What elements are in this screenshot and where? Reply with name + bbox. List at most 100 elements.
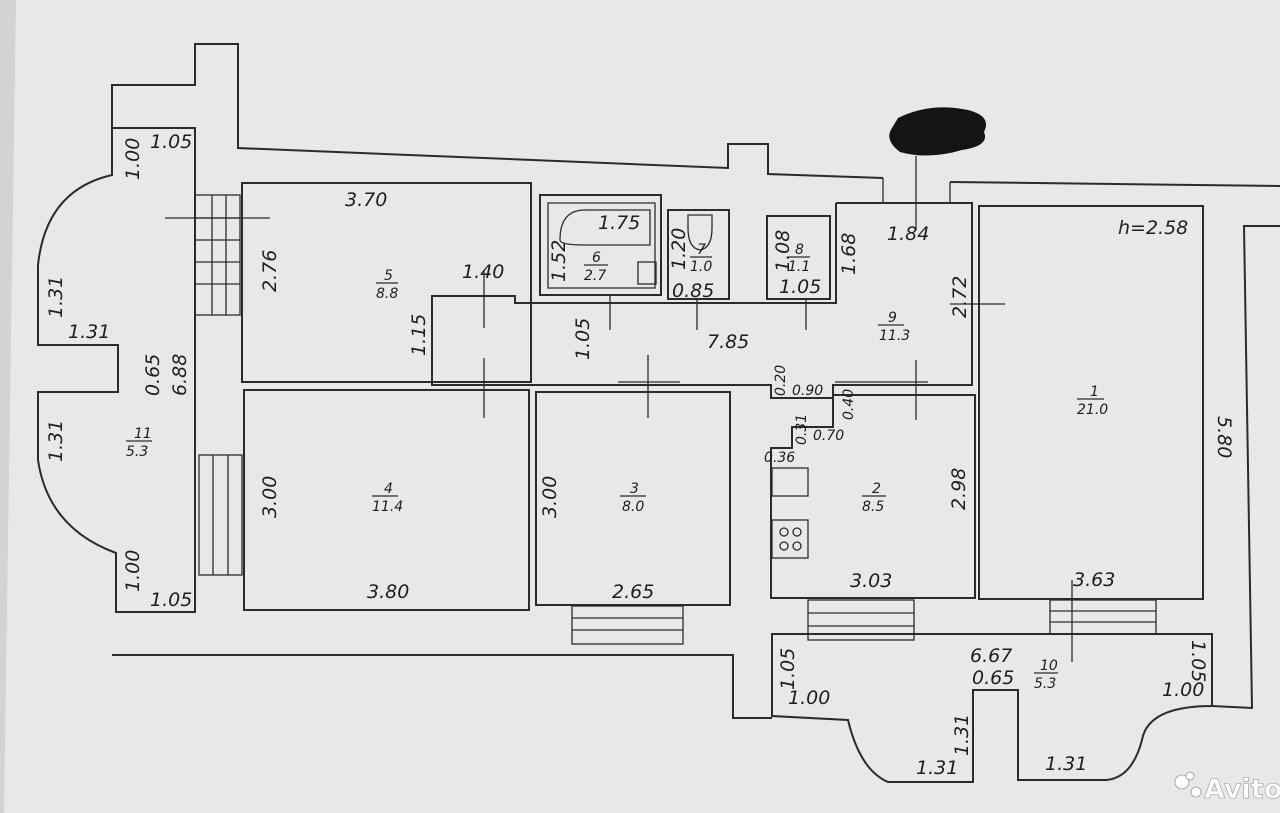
room-7-area: 1.0 bbox=[690, 259, 712, 275]
room-8-area: 1.1 bbox=[788, 259, 810, 275]
dim-r6-left: 1.52 bbox=[548, 240, 570, 282]
room-1-number: 1 bbox=[1090, 384, 1099, 400]
room-9-corridor bbox=[431, 202, 973, 399]
balcony-11-area: 5.3 bbox=[126, 444, 148, 460]
kitchen-sink bbox=[771, 467, 809, 497]
dim-r3-bottom: 2.65 bbox=[612, 581, 654, 603]
toilet bbox=[687, 214, 713, 251]
dim-r1-bottom: 3.63 bbox=[1073, 569, 1115, 591]
dim-r9-mid: 1.05 bbox=[572, 318, 594, 360]
dim-r6-top: 1.75 bbox=[598, 212, 640, 234]
sink bbox=[637, 261, 657, 285]
room-6 bbox=[539, 194, 662, 296]
room-9-number: 9 bbox=[888, 310, 897, 326]
dim-r7-bottom: 0.85 bbox=[672, 280, 714, 302]
room-6-area: 2.7 bbox=[584, 268, 606, 284]
dim-r3-left: 3.00 bbox=[539, 476, 561, 518]
room-3 bbox=[535, 391, 731, 606]
dim-b10-a: 1.05 bbox=[777, 648, 799, 690]
dim-step-e: 0.70 bbox=[813, 428, 844, 444]
rooms bbox=[37, 127, 1213, 783]
stove bbox=[771, 519, 809, 559]
watermark-dot-icon bbox=[1174, 774, 1190, 790]
dim-b10-b: 6.67 bbox=[970, 645, 1012, 667]
room-2 bbox=[770, 394, 976, 599]
dim-b11-g: 1.00 bbox=[122, 550, 144, 592]
room-4-area: 11.4 bbox=[372, 499, 403, 515]
avito-watermark: Avito bbox=[1174, 771, 1280, 805]
dim-r4-bottom: 3.80 bbox=[367, 581, 409, 603]
window-hatching bbox=[194, 194, 1157, 645]
redaction-mark bbox=[889, 107, 986, 156]
watermark-text: Avito bbox=[1204, 774, 1280, 805]
dim-step-c: 0.40 bbox=[841, 389, 857, 420]
dim-r5-inner: 1.40 bbox=[462, 261, 504, 283]
dim-r9-left: 1.68 bbox=[838, 233, 860, 275]
dim-b10-g: 1.31 bbox=[951, 714, 973, 756]
room-7-number: 7 bbox=[697, 242, 706, 258]
dim-r5-right: 1.15 bbox=[408, 314, 430, 356]
dim-b11-d: 0.65 bbox=[142, 354, 164, 396]
room-3-area: 8.0 bbox=[622, 499, 644, 515]
dim-b11-a: 1.00 bbox=[122, 138, 144, 180]
room-5 bbox=[241, 182, 532, 383]
bathtub bbox=[547, 202, 656, 289]
dim-b10-d: 1.05 bbox=[1187, 640, 1209, 682]
room-4-number: 4 bbox=[384, 481, 393, 497]
room-labels: 5 8.8 6 2.7 7 1.0 8 1.1 9 11.3 1 21.0 2 … bbox=[126, 242, 1108, 692]
dim-b11-c: 1.31 bbox=[68, 321, 110, 343]
room-9-area: 11.3 bbox=[879, 328, 910, 344]
balcony-10 bbox=[771, 633, 1213, 783]
dim-b11-f: 1.31 bbox=[45, 420, 67, 462]
room-5-number: 5 bbox=[384, 268, 393, 284]
dim-b11-b: 1.31 bbox=[45, 276, 67, 318]
dim-r9-right: 2.72 bbox=[949, 276, 971, 318]
room-3-number: 3 bbox=[630, 481, 639, 497]
fixtures bbox=[547, 202, 809, 559]
dim-r9-top: 1.84 bbox=[887, 223, 929, 245]
dim-b10-i: 1.31 bbox=[1045, 753, 1087, 775]
balcony-10-number: 10 bbox=[1040, 658, 1058, 674]
room-2-number: 2 bbox=[872, 481, 881, 497]
watermark-dot-icon bbox=[1185, 771, 1195, 781]
balcony-10-area: 5.3 bbox=[1034, 676, 1056, 692]
room-5-area: 8.8 bbox=[376, 286, 398, 302]
room-2-area: 8.5 bbox=[862, 499, 884, 515]
dim-b11-top: 1.05 bbox=[150, 131, 192, 153]
dim-r2-right: 2.98 bbox=[948, 468, 970, 510]
door-marks bbox=[165, 156, 1073, 662]
dim-b11-h: 1.05 bbox=[150, 589, 192, 611]
watermark-dot-icon bbox=[1190, 786, 1202, 798]
room-1-area: 21.0 bbox=[1077, 402, 1108, 418]
dim-step-b: 0.90 bbox=[792, 383, 823, 399]
dim-b10-f: 1.00 bbox=[1162, 679, 1204, 701]
room-8 bbox=[766, 215, 831, 300]
room-6-number: 6 bbox=[592, 250, 601, 266]
dim-b11-e: 6.88 bbox=[169, 354, 191, 396]
dim-step-d: 0.31 bbox=[794, 414, 810, 445]
dim-r5-top: 3.70 bbox=[345, 189, 387, 211]
dim-r8-left: 1.08 bbox=[772, 230, 794, 272]
balcony-11-number: 11 bbox=[134, 426, 152, 442]
dimension-labels: 3.70 2.76 1.40 1.15 1.75 1.52 1.20 0.85 … bbox=[45, 131, 1235, 779]
dim-r4-left: 3.00 bbox=[259, 476, 281, 518]
dim-b10-c: 0.65 bbox=[972, 667, 1014, 689]
room-1 bbox=[978, 205, 1204, 600]
dim-r7-left: 1.20 bbox=[668, 228, 690, 270]
dim-r5-left: 2.76 bbox=[259, 250, 281, 292]
dim-r1-right: 5.80 bbox=[1213, 416, 1235, 458]
dim-b10-e: 1.00 bbox=[788, 687, 830, 709]
room-8-number: 8 bbox=[795, 242, 804, 258]
ceiling-height: h=2.58 bbox=[1118, 217, 1188, 239]
dim-r9-length: 7.85 bbox=[707, 331, 749, 353]
balcony-11 bbox=[37, 127, 196, 613]
outer-walls bbox=[111, 43, 1280, 719]
dim-r8-bottom: 1.05 bbox=[779, 276, 821, 298]
dim-b10-h: 1.31 bbox=[916, 757, 958, 779]
dim-r2-bottom: 3.03 bbox=[850, 570, 892, 592]
room-4 bbox=[243, 389, 530, 611]
dim-step-f: 0.36 bbox=[764, 450, 795, 466]
dim-step-a: 0.20 bbox=[773, 365, 789, 396]
